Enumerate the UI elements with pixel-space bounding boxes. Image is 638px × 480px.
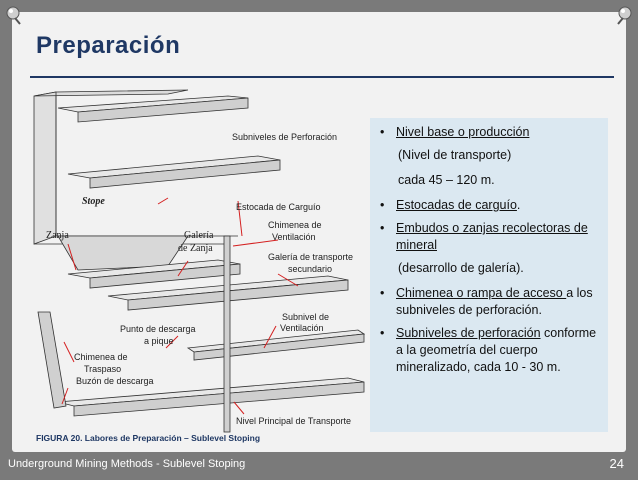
bullet-subtext: (desarrollo de galería). xyxy=(398,261,524,275)
bullet-text: Embudos o zanjas recolectoras de mineral xyxy=(396,221,588,252)
title-rule xyxy=(30,76,614,78)
label-subnivel-vent-2: Ventilación xyxy=(280,323,324,333)
pushpin-icon xyxy=(617,6,632,25)
bullet-text: Chimenea o rampa de acceso xyxy=(396,286,567,300)
bullet-list: • Nivel base o producción (Nivel de tran… xyxy=(378,124,598,376)
bullet-subtext: cada 45 – 120 m. xyxy=(398,173,495,187)
chimenea-ventilacion xyxy=(223,235,231,433)
subnivel-ventilacion-body xyxy=(193,333,365,361)
nivel-principal-body xyxy=(73,381,365,417)
bullet-suffix: a los subniveles de perforación. xyxy=(396,286,593,317)
pushpin-icon xyxy=(6,6,21,25)
bullet-item: • Embudos o zanjas recolectoras de miner… xyxy=(380,221,588,252)
footer-text: Underground Mining Methods - Sublevel St… xyxy=(8,458,246,470)
galeria-zanja-body xyxy=(89,263,241,289)
label-nivel-principal: Nivel Principal de Transporte xyxy=(236,416,351,426)
label-subniveles-perforacion: Subniveles de Perforación xyxy=(232,132,337,142)
bullet-text: Subniveles de perforación xyxy=(396,326,541,340)
label-chimenea-traspaso-2: Traspaso xyxy=(84,364,121,374)
galeria-transporte-body xyxy=(127,279,349,311)
label-chimenea-vent-2: Ventilación xyxy=(272,232,316,242)
slide-title: Preparación xyxy=(36,32,181,59)
label-punto-descarga-2: a pique xyxy=(144,336,174,346)
bullet-item: • Estocadas de carguío. xyxy=(380,198,521,212)
label-stope: Stope xyxy=(82,196,105,207)
bullet-item: • Subniveles de perforación conforme a l… xyxy=(380,326,597,374)
diagram-labels: Subniveles de Perforación Stope Estocada… xyxy=(46,132,353,426)
bullet-suffix: . xyxy=(516,198,521,212)
label-chimenea-traspaso-1: Chimenea de xyxy=(74,352,128,362)
bullet-suffix: conforme a la geometría del cuerpo miner… xyxy=(396,326,597,374)
stope-top xyxy=(33,89,189,97)
bullet-subtext: (Nivel de transporte) xyxy=(398,148,512,162)
label-galeria-transporte-1: Galería de transporte xyxy=(268,252,353,262)
drift-upper-body xyxy=(77,97,249,123)
label-subnivel-vent-1: Subnivel de xyxy=(282,312,329,322)
bullet-item: • Chimenea o rampa de acceso a los subni… xyxy=(380,286,593,317)
figure-caption: FIGURA 20. Labores de Preparación – Subl… xyxy=(36,433,261,443)
label-galeria-zanja-2: de Zanja xyxy=(178,243,213,254)
bullet-item: • Nivel base o producción xyxy=(380,125,530,139)
label-buzon: Buzón de descarga xyxy=(76,376,154,386)
bullet-text: Nivel base o producción xyxy=(396,125,530,139)
stope-block xyxy=(33,91,57,245)
chimenea-traspaso xyxy=(37,311,67,409)
diagram-structure xyxy=(33,89,366,433)
label-zanja: Zanja xyxy=(46,230,69,241)
footer-bar xyxy=(0,452,638,480)
bullet-panel: • Nivel base o producción (Nivel de tran… xyxy=(370,118,608,432)
label-punto-descarga-1: Punto de descarga xyxy=(120,324,196,334)
diagram-arrows xyxy=(61,197,299,415)
page-number: 24 xyxy=(609,456,624,471)
bullet-text: Estocadas de carguío xyxy=(396,198,517,212)
sublevel-stoping-diagram: Subniveles de Perforación Stope Estocada… xyxy=(33,89,366,433)
label-galeria-transporte-2: secundario xyxy=(288,264,332,274)
label-estocada: Estocada de Carguío xyxy=(236,202,321,212)
label-chimenea-vent-1: Chimenea de xyxy=(268,220,322,230)
drift-middle-body xyxy=(89,159,281,189)
label-galeria-zanja-1: Galería xyxy=(184,230,214,241)
